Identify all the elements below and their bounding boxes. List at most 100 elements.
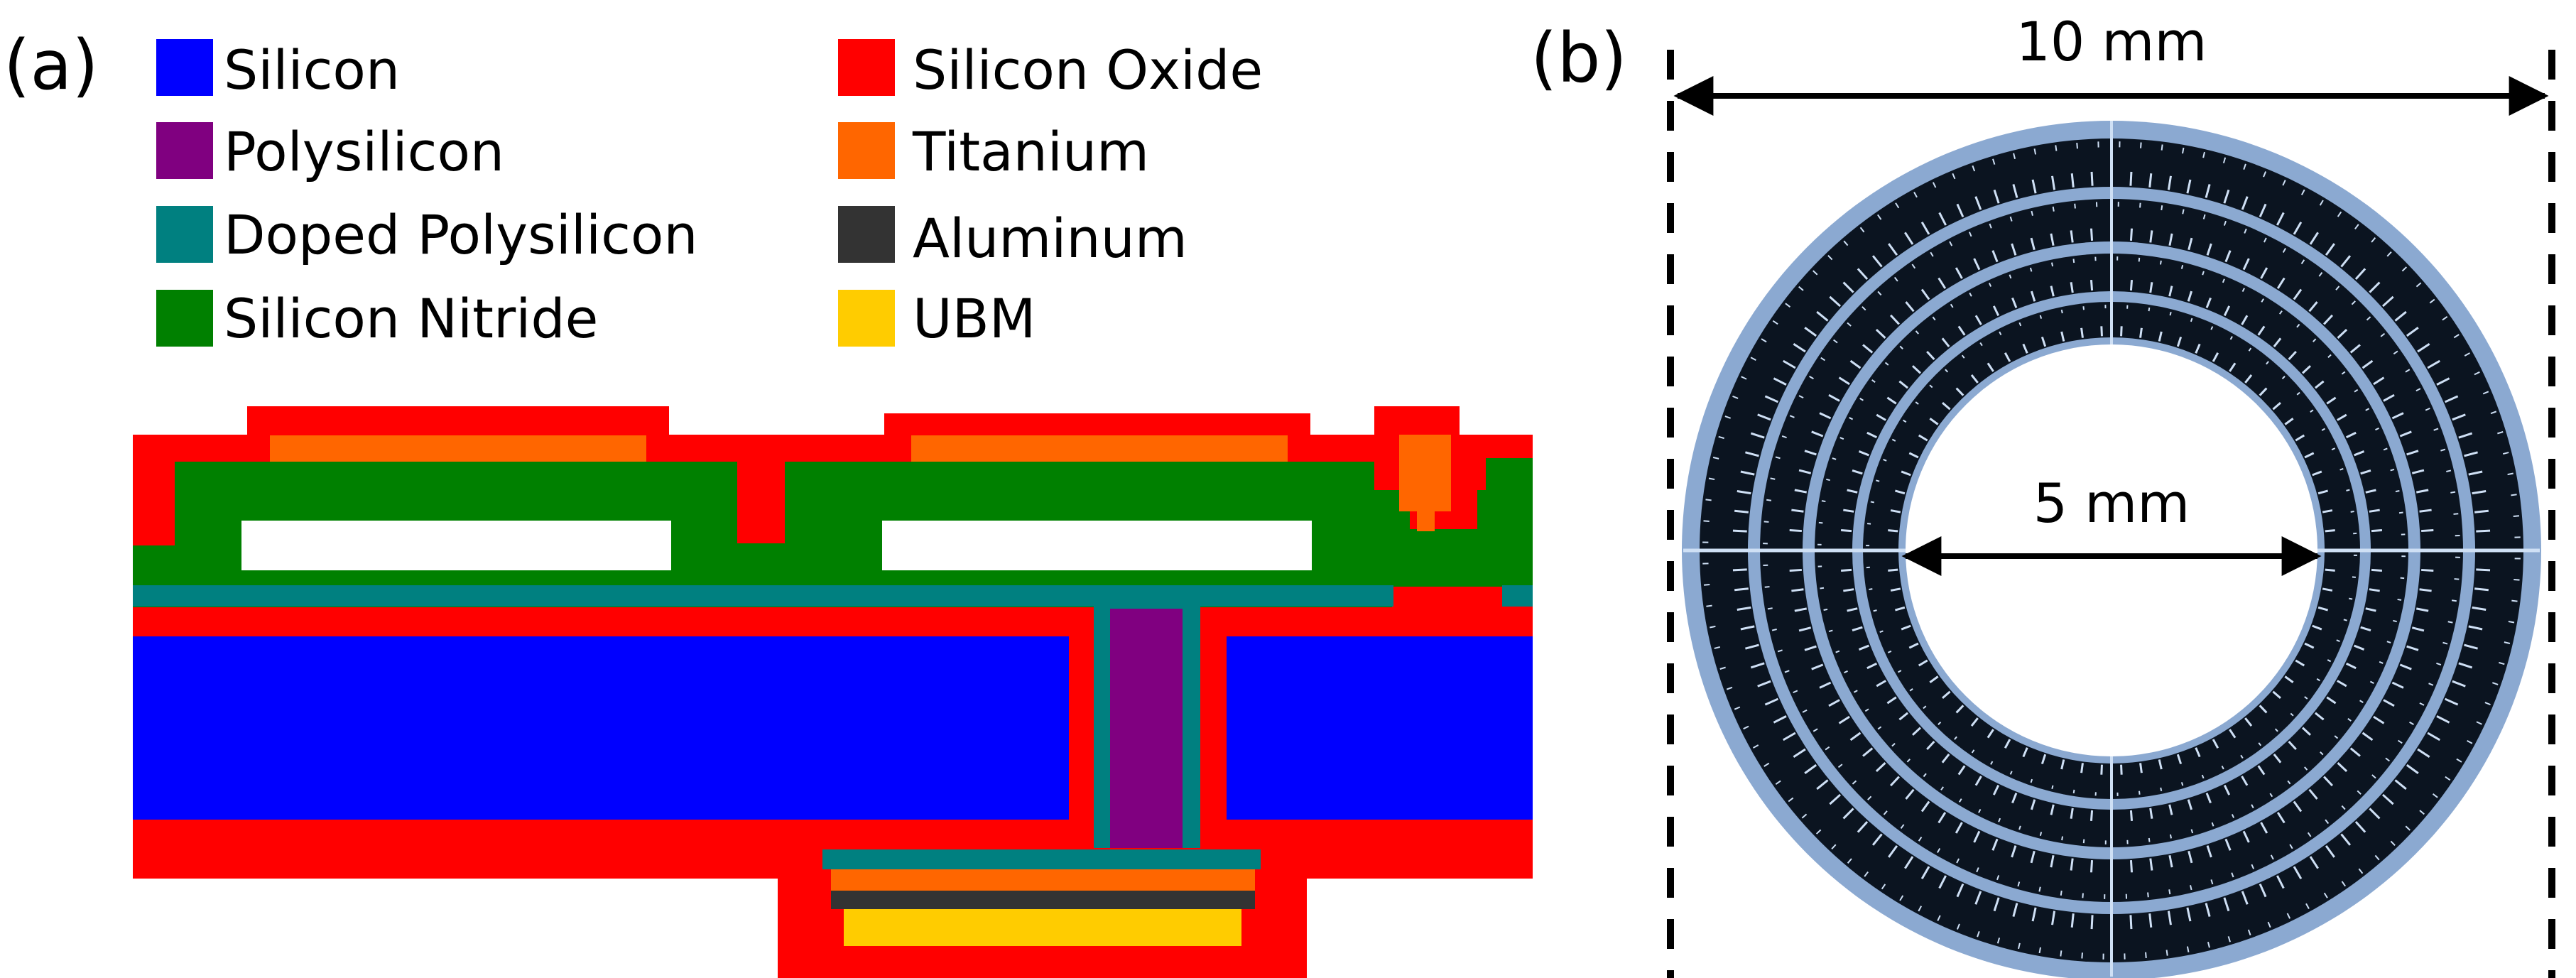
electrode-tick (2284, 418, 2294, 425)
electrode-tick (1875, 328, 1886, 339)
electrode-tick (1791, 588, 1804, 592)
electrode-tick (2022, 747, 2028, 758)
electrode-tick (2288, 741, 2297, 751)
electrode-tick (2309, 856, 2319, 869)
electrode-tick (1753, 744, 1759, 749)
electrode-tick (2354, 450, 2365, 457)
electrode-tick (2060, 950, 2063, 957)
electrode-tick (2302, 365, 2312, 374)
electrode-tick (2244, 374, 2253, 384)
electrode-tick (2257, 765, 2266, 776)
electrode-tick (1973, 258, 1981, 271)
electrode-tick (2120, 326, 2123, 337)
electrode-tick (1911, 727, 1921, 736)
electrode-tick (2314, 712, 2325, 721)
panel-a-label: (a) (4, 26, 99, 105)
cavity-right (882, 521, 1312, 570)
electrode-tick (2231, 872, 2234, 878)
electrode-tick (1905, 301, 1915, 313)
electrode-tick (2507, 472, 2513, 476)
electrode-tick (2050, 286, 2055, 297)
electrode-tick (1897, 670, 1902, 673)
electrode-tick (1988, 283, 1992, 287)
electrode-tick (1798, 286, 1804, 291)
electrode-tick (2371, 237, 2376, 243)
legend-item-titanium: Titanium (838, 120, 1149, 183)
electrode-tick (2393, 350, 2398, 355)
electrode-tick (2451, 599, 2457, 602)
electrode-tick (2482, 391, 2489, 395)
electrode-tick (2351, 300, 2356, 305)
electrode-tick (1932, 182, 1937, 188)
electrode-tick (2365, 408, 2370, 411)
electrode-tick (2319, 200, 2324, 206)
electrode-tick (1974, 891, 1982, 905)
electrode-tick (2472, 606, 2487, 611)
electrode-tick (2242, 258, 2250, 271)
electrode-tick (1764, 697, 1779, 706)
electrode-tick (2440, 448, 2446, 452)
electrode-tick (1802, 709, 1808, 713)
electrode-tick (2373, 715, 2385, 724)
electrode-tick (1938, 722, 1942, 725)
electrode-tick (2349, 747, 2361, 757)
electrode-tick (1890, 587, 1901, 592)
electrode-tick (2011, 845, 2017, 858)
electrode-tick (2259, 387, 2268, 396)
electrode-tick (1783, 732, 1796, 741)
electrode-tick (2278, 310, 2283, 315)
electrode-tick (1732, 395, 1739, 399)
electrode-tick (1734, 587, 1749, 592)
electrode-tick (2467, 739, 2473, 744)
electrode-tick (2222, 157, 2227, 163)
electrode-tick (2210, 879, 2214, 885)
electrode-tick (1870, 501, 1874, 504)
electrode-tick (2354, 268, 2366, 281)
electrode-tick (2442, 641, 2448, 645)
electrode-tick (2304, 452, 2315, 459)
electrode-tick (2011, 243, 2017, 256)
electrode-tick (2050, 854, 2055, 868)
electrode-tick (2224, 838, 2232, 851)
electrode-tick (1942, 690, 1951, 700)
electrode-tick (1771, 629, 1777, 631)
electrode-tick (1879, 630, 1884, 634)
electrode-tick (2011, 297, 2018, 308)
electrode-tick (1956, 923, 1960, 930)
electrode-tick (1937, 848, 1941, 853)
electrode-tick (2224, 250, 2232, 263)
electrode-tick (2304, 696, 2308, 700)
electrode-tick (2444, 395, 2459, 403)
electrode-tick (1793, 748, 1806, 758)
electrode-tick (2190, 885, 2192, 891)
electrode-tick (1950, 303, 1954, 308)
bottom-aluminum (831, 891, 1255, 909)
electrode-tick (1831, 844, 1837, 849)
electrode-tick (2456, 758, 2462, 763)
electrode-tick (2212, 352, 2219, 362)
electrode-tick (2195, 747, 2201, 758)
electrode-tick (2295, 434, 2305, 442)
electrode-tick (2030, 237, 2036, 251)
electrode-tick (2031, 210, 2033, 216)
electrode-tick (1941, 337, 1950, 348)
electrode-tick (2401, 266, 2408, 272)
electrode-tick (1955, 822, 1963, 834)
electrode-tick (1867, 795, 1872, 800)
electrode-tick (2223, 785, 2231, 795)
electrode-tick (2148, 837, 2151, 842)
electrode-tick (2339, 467, 2344, 471)
electrode-tick (2055, 145, 2058, 151)
electrode-tick (1918, 434, 1928, 442)
electrode-tick (1734, 706, 1741, 710)
electrode-tick (1741, 376, 1747, 380)
electrode-tick (1847, 607, 1858, 612)
electrode-tick (1793, 690, 1798, 694)
electrode-tick (2205, 793, 2212, 804)
electrode-tick (1920, 866, 1930, 879)
electrode-tick (1847, 858, 1852, 864)
electrode-tick (1712, 457, 1719, 460)
electrode-tick (2289, 844, 2293, 849)
electrode-tick (1849, 417, 1854, 420)
electrode-tick (1957, 765, 1966, 776)
